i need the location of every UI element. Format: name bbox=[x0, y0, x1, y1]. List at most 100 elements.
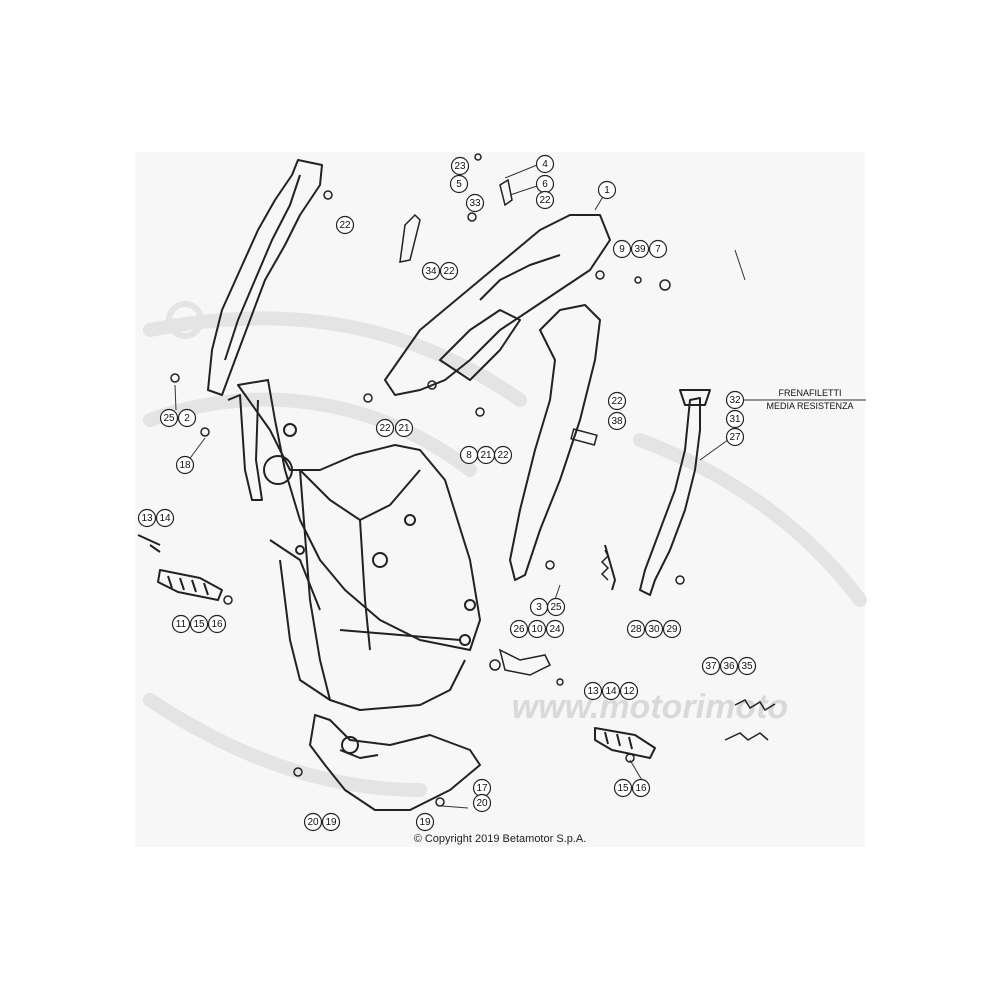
callout-circle bbox=[171, 614, 191, 634]
skid-plate-drawing bbox=[309, 714, 481, 811]
callout-label: 30 bbox=[648, 624, 660, 635]
callout-circle bbox=[644, 619, 664, 639]
callout-label: 34 bbox=[425, 266, 437, 277]
callout-24: 24 bbox=[545, 619, 565, 639]
callout-label: 15 bbox=[193, 619, 205, 630]
callout-label: 33 bbox=[469, 198, 481, 209]
callout-label: 25 bbox=[550, 602, 562, 613]
callout-32: 32 bbox=[725, 390, 745, 410]
callout-label: 20 bbox=[307, 817, 319, 828]
callout-label: 11 bbox=[176, 619, 187, 630]
callout-circle bbox=[335, 215, 355, 235]
callout-circle bbox=[303, 812, 323, 832]
callout-label: 23 bbox=[454, 161, 466, 172]
callout-label: 12 bbox=[623, 686, 635, 697]
callout-label: 37 bbox=[705, 661, 717, 672]
callout-label: 7 bbox=[655, 244, 661, 255]
callout-22: 22 bbox=[535, 190, 555, 210]
callout-label: 4 bbox=[542, 159, 548, 170]
callout-label: 32 bbox=[729, 395, 741, 406]
callout-circle bbox=[175, 455, 195, 475]
callout-2: 2 bbox=[177, 408, 197, 428]
callout-circle bbox=[630, 239, 650, 259]
callout-22: 22 bbox=[439, 261, 459, 281]
callout-circle bbox=[631, 778, 651, 798]
callout-35: 35 bbox=[737, 656, 757, 676]
callout-circle bbox=[545, 619, 565, 639]
callout-circle bbox=[493, 445, 513, 465]
callout-31: 31 bbox=[725, 409, 745, 429]
callout-label: 8 bbox=[466, 450, 472, 461]
callout-circle bbox=[601, 681, 621, 701]
callout-circle bbox=[439, 261, 459, 281]
callout-circle bbox=[607, 391, 627, 411]
callout-circle bbox=[613, 778, 633, 798]
callout-37: 37 bbox=[701, 656, 721, 676]
note-line-1: FRENAFILETTI bbox=[778, 388, 841, 398]
callout-13: 13 bbox=[137, 508, 157, 528]
callout-circle bbox=[701, 656, 721, 676]
callout-circle bbox=[619, 681, 639, 701]
callout-circle bbox=[394, 418, 414, 438]
callout-28: 28 bbox=[626, 619, 646, 639]
callout-22: 22 bbox=[493, 445, 513, 465]
copyright-text: © Copyright 2019 Betamotor S.p.A. bbox=[413, 833, 587, 845]
watermark-graphic bbox=[143, 301, 867, 797]
callout-16: 16 bbox=[631, 778, 651, 798]
callout-label: 20 bbox=[476, 798, 488, 809]
callout-label: 35 bbox=[741, 661, 753, 672]
callout-22: 22 bbox=[335, 215, 355, 235]
callout-14: 14 bbox=[601, 681, 621, 701]
callout-label: 19 bbox=[325, 817, 337, 828]
callout-circle bbox=[189, 614, 209, 634]
callout-circle bbox=[535, 154, 555, 174]
callout-label: 21 bbox=[398, 423, 410, 434]
callout-12: 12 bbox=[619, 681, 639, 701]
callout-7: 7 bbox=[648, 239, 668, 259]
callout-19: 19 bbox=[321, 812, 341, 832]
callout-11: 11 bbox=[171, 614, 191, 634]
callout-label: 5 bbox=[456, 179, 462, 190]
callout-34: 34 bbox=[421, 261, 441, 281]
callout-circle bbox=[465, 193, 485, 213]
callout-label: 3 bbox=[536, 602, 542, 613]
callout-circle bbox=[449, 174, 469, 194]
callout-circle bbox=[509, 619, 529, 639]
callout-label: 28 bbox=[630, 624, 642, 635]
callout-circle bbox=[527, 619, 547, 639]
callout-label: 22 bbox=[539, 195, 551, 206]
callout-label: 22 bbox=[339, 220, 351, 231]
callout-21: 21 bbox=[394, 418, 414, 438]
callout-21: 21 bbox=[476, 445, 496, 465]
callout-label: 14 bbox=[605, 686, 617, 697]
callout-label: 13 bbox=[141, 513, 153, 524]
callout-label: 27 bbox=[729, 432, 741, 443]
callout-label: 1 bbox=[604, 185, 610, 196]
callout-label: 17 bbox=[476, 783, 488, 794]
callout-circle bbox=[719, 656, 739, 676]
callout-38: 38 bbox=[607, 411, 627, 431]
callout-6: 6 bbox=[535, 174, 555, 194]
callout-20: 20 bbox=[472, 793, 492, 813]
callout-label: 22 bbox=[497, 450, 509, 461]
callout-circle bbox=[155, 508, 175, 528]
callout-circle bbox=[662, 619, 682, 639]
callout-label: 18 bbox=[179, 460, 191, 471]
callout-10: 10 bbox=[527, 619, 547, 639]
radiator-guard-drawing bbox=[207, 159, 323, 396]
callout-39: 39 bbox=[630, 239, 650, 259]
right-footpeg-drawing bbox=[594, 727, 656, 759]
callout-3: 3 bbox=[529, 597, 549, 617]
callout-circle bbox=[207, 614, 227, 634]
callout-circle bbox=[725, 409, 745, 429]
callout-25: 25 bbox=[546, 597, 566, 617]
callout-label: 36 bbox=[723, 661, 735, 672]
callout-label: 29 bbox=[666, 624, 678, 635]
callout-circle bbox=[626, 619, 646, 639]
callout-label: 25 bbox=[163, 413, 175, 424]
callout-label: 39 bbox=[634, 244, 646, 255]
callout-circle bbox=[472, 793, 492, 813]
callout-23: 23 bbox=[450, 156, 470, 176]
note-line-2: MEDIA RESISTENZA bbox=[766, 401, 853, 411]
